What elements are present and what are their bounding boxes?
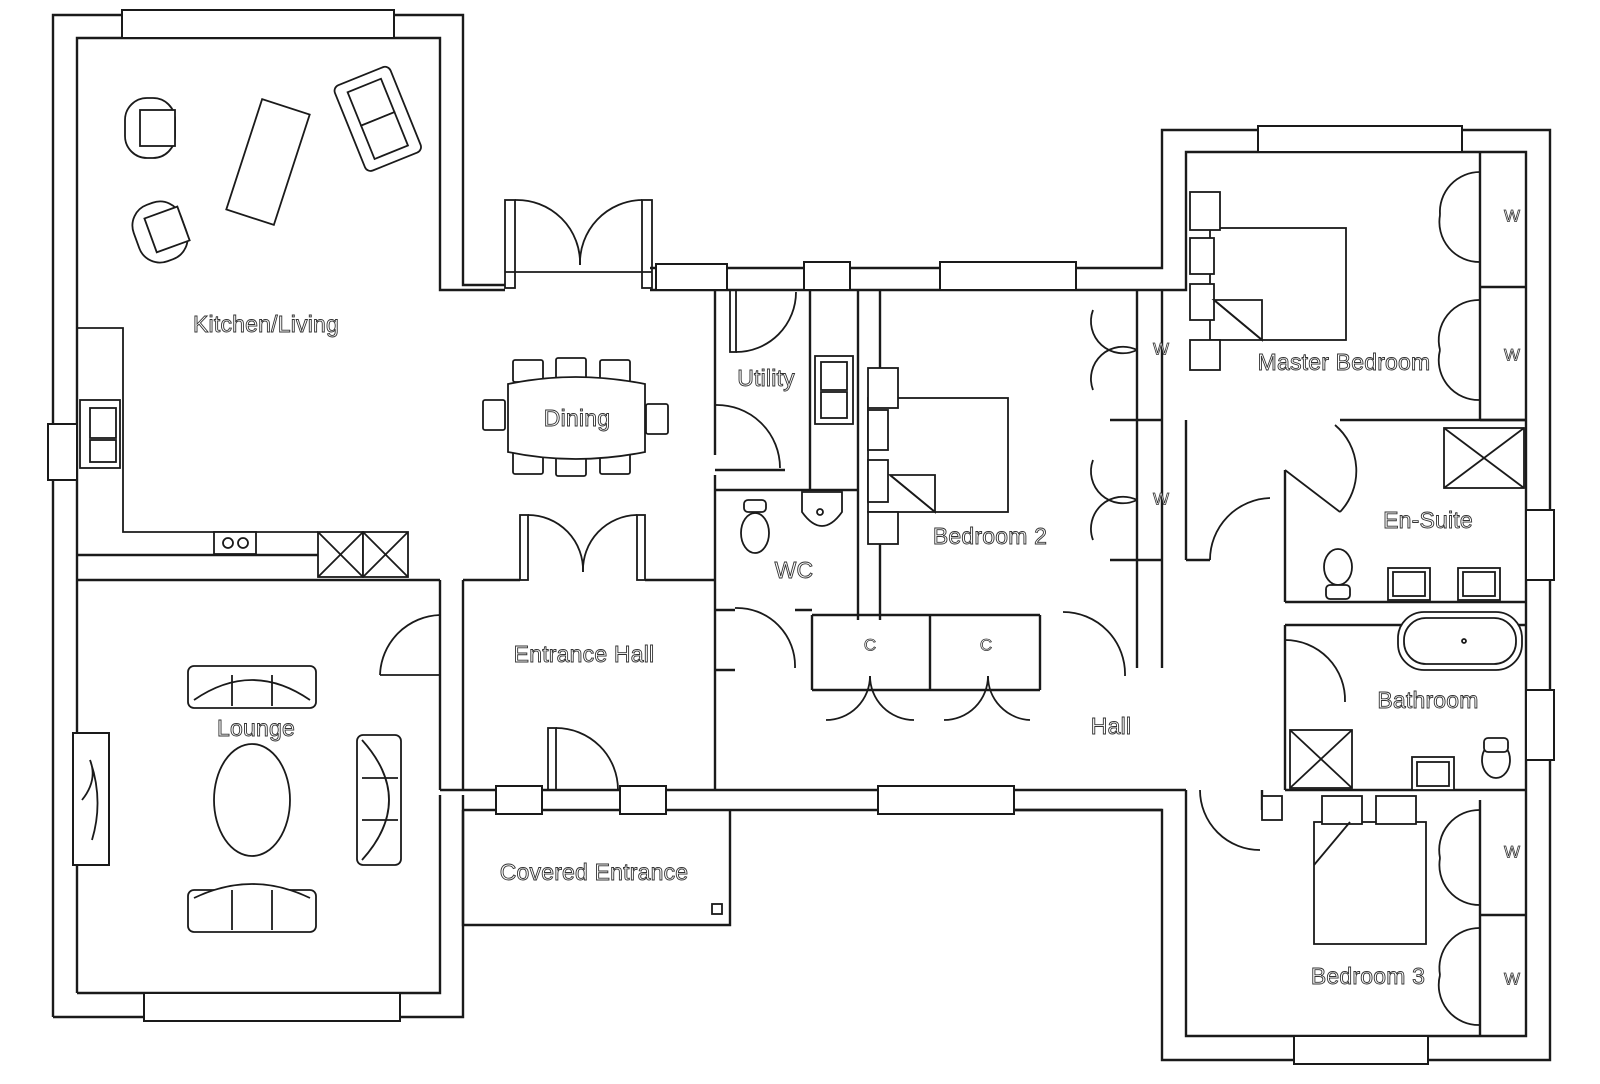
label-wardrobe: W	[1504, 842, 1520, 861]
label-covered-entrance: Covered Entrance	[500, 859, 689, 885]
label-cupboard: C	[980, 635, 992, 654]
label-en-suite: En-Suite	[1383, 507, 1473, 533]
label-cupboard: C	[864, 635, 876, 654]
sofa-lounge-top	[187, 665, 317, 709]
outer-walls	[51, 13, 1552, 1062]
label-bedroom-3: Bedroom 3	[1311, 963, 1425, 989]
label-utility: Utility	[737, 365, 795, 391]
interior-walls	[77, 152, 1526, 1036]
dining-set	[482, 357, 669, 477]
label-dining: Dining	[544, 405, 610, 431]
sofa-lounge-right	[356, 734, 402, 866]
label-wc: WC	[775, 557, 814, 583]
label-bedroom-2: Bedroom 2	[933, 523, 1047, 549]
label-wardrobe: W	[1504, 969, 1520, 988]
sofa-lounge-bottom	[187, 883, 317, 933]
label-master-bedroom: Master Bedroom	[1258, 349, 1431, 375]
label-entrance-hall: Entrance Hall	[514, 641, 655, 667]
armchair-2	[131, 200, 191, 264]
furniture	[79, 65, 1525, 945]
armchair-1	[124, 97, 176, 159]
room-labels: Kitchen/Living Dining Utility WC Entranc…	[193, 311, 1479, 990]
label-wardrobe: W	[1153, 339, 1169, 358]
doors	[379, 171, 1481, 1026]
sofa-kitchen	[333, 65, 422, 172]
windows	[47, 9, 1555, 1065]
label-wardrobe: W	[1504, 206, 1520, 225]
label-lounge: Lounge	[217, 715, 295, 741]
label-kitchen-living: Kitchen/Living	[193, 311, 339, 337]
label-wardrobe: W	[1504, 345, 1520, 364]
label-wardrobe: W	[1153, 489, 1169, 508]
label-hall: Hall	[1091, 713, 1131, 739]
label-bathroom: Bathroom	[1377, 687, 1478, 713]
storage-labels: W W W W W W C C	[863, 206, 1520, 989]
